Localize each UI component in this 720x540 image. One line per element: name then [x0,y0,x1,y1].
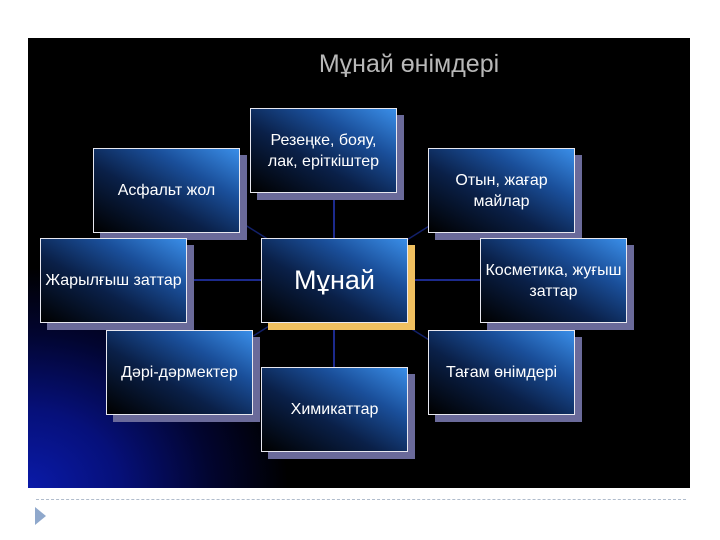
slide-title: Мұнай өнімдері [318,50,500,78]
node-chemicals: Химикаттар [261,367,408,452]
node-cosmetics: Косметика, жуғыш заттар [480,238,627,323]
node-asphalt: Асфальт жол [93,148,240,233]
node-medicine: Дәрі-дәрмектер [106,330,253,415]
node-center-oil: Мұнай [261,238,408,323]
footer-divider [36,499,686,500]
next-slide-arrow-icon[interactable] [35,507,46,525]
node-rubber: Резеңке, бояу, лак, еріткіштер [250,108,397,193]
node-fuel: Отын, жағар майлар [428,148,575,233]
slide: Мұнай өнімдері Резеңке, бояу, лак, ерітк… [28,38,690,488]
node-explosives: Жарылғыш заттар [40,238,187,323]
node-food: Тағам өнімдері [428,330,575,415]
